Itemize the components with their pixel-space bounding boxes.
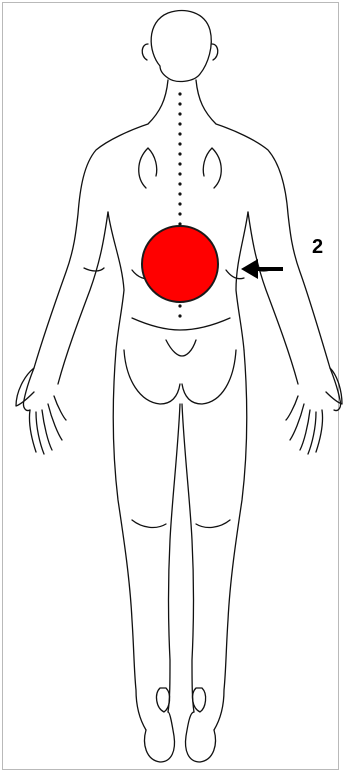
left-buttock [124, 350, 180, 404]
right-ear [212, 44, 218, 60]
sacrum [166, 340, 196, 356]
left-heel [157, 688, 170, 712]
right-hand [286, 368, 342, 454]
right-foot [186, 712, 216, 762]
head-outline [151, 11, 211, 82]
left-knee [132, 520, 166, 527]
right-scapula [203, 148, 221, 188]
right-buttock [182, 350, 236, 404]
right-torso [236, 212, 248, 350]
left-torso [108, 212, 124, 350]
pain-marker [142, 226, 218, 302]
left-leg-outer [113, 350, 146, 730]
left-foot [145, 712, 175, 762]
left-ear [142, 44, 148, 60]
left-scapula [139, 148, 157, 188]
annotation-label: 2 [312, 237, 323, 257]
right-flank-crease [226, 270, 244, 279]
right-heel [193, 688, 206, 712]
left-inner-arm [58, 212, 108, 384]
right-knee [196, 520, 230, 527]
left-elbow [84, 268, 104, 271]
left-leg-inner [168, 404, 180, 712]
right-leg-outer [214, 350, 247, 730]
right-leg-inner [182, 404, 194, 712]
waist-line [132, 318, 230, 330]
